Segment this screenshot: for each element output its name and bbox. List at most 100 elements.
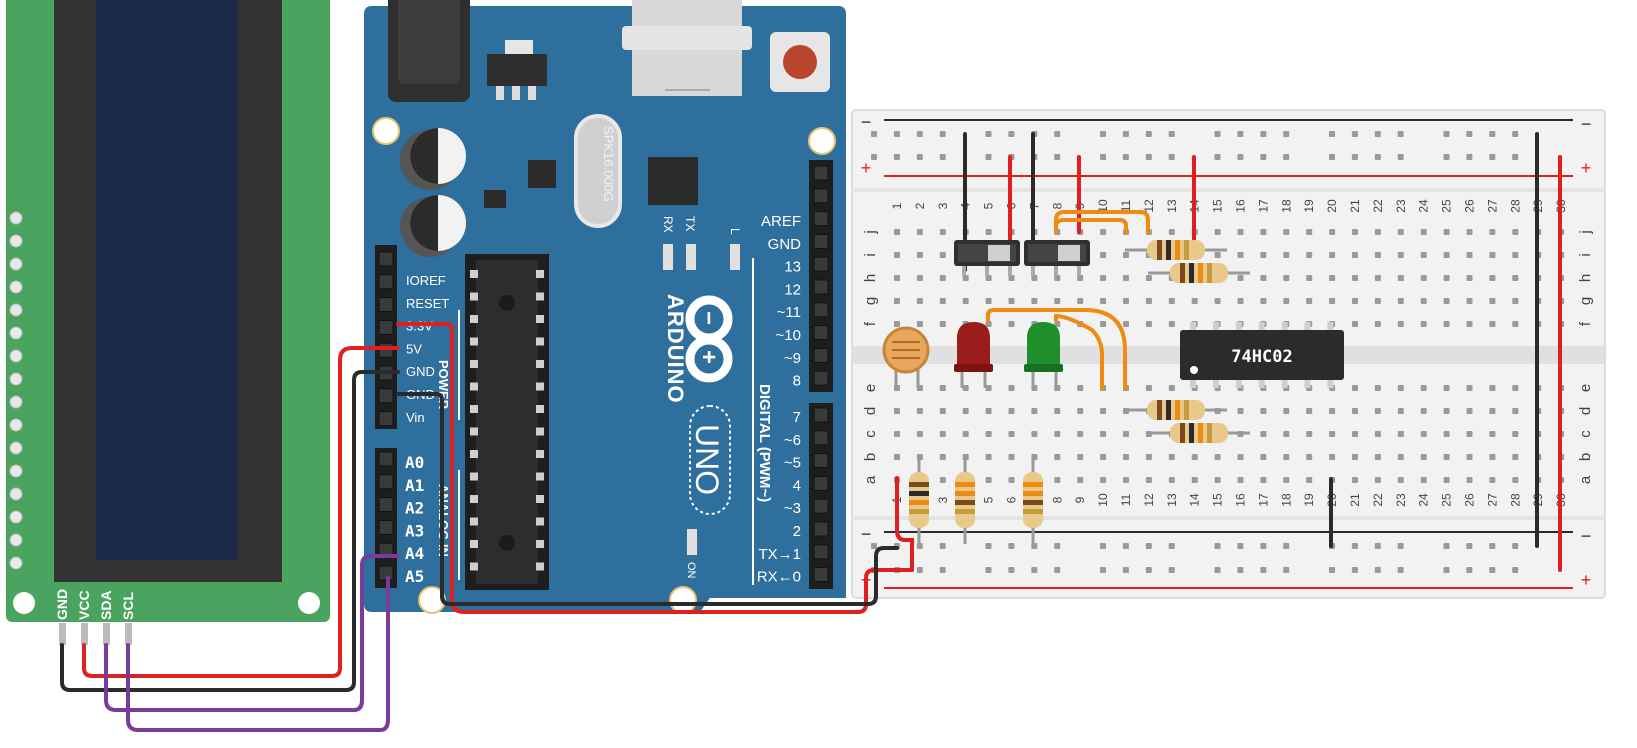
breadboard-hole[interactable] [916,431,923,437]
resistor[interactable] [1023,458,1043,544]
header-socket[interactable] [378,565,394,581]
header-socket[interactable] [813,498,829,514]
breadboard-hole[interactable] [962,275,969,281]
breadboard-hole[interactable] [1077,275,1084,281]
breadboard-hole[interactable] [1168,567,1175,573]
breadboard-hole[interactable] [985,543,992,549]
breadboard-hole[interactable] [985,154,992,160]
breadboard-hole[interactable] [1145,454,1152,460]
breadboard-hole[interactable] [1054,454,1061,460]
breadboard-hole[interactable] [1466,431,1473,437]
breadboard-hole[interactable] [1397,298,1404,304]
breadboard-hole[interactable] [1077,477,1084,483]
breadboard-hole[interactable] [1466,321,1473,327]
breadboard-hole[interactable] [1489,298,1496,304]
breadboard-hole[interactable] [1008,385,1015,391]
breadboard-hole[interactable] [1031,543,1038,549]
breadboard-hole[interactable] [1237,154,1244,160]
breadboard-hole[interactable] [1306,275,1313,281]
breadboard-hole[interactable] [1283,431,1290,437]
header-socket[interactable] [813,544,829,560]
breadboard-hole[interactable] [1031,431,1038,437]
breadboard-hole[interactable] [1054,408,1061,414]
breadboard-hole[interactable] [1237,454,1244,460]
breadboard-hole[interactable] [893,154,900,160]
breadboard-hole[interactable] [1351,154,1358,160]
breadboard-hole[interactable] [939,385,946,391]
breadboard-hole[interactable] [1420,229,1427,235]
breadboard-hole[interactable] [939,298,946,304]
header-socket[interactable] [813,567,829,583]
breadboard-hole[interactable] [1306,454,1313,460]
breadboard-hole[interactable] [1214,543,1221,549]
breadboard-hole[interactable] [1237,252,1244,258]
breadboard-hole[interactable] [1054,275,1061,281]
breadboard-hole[interactable] [985,454,992,460]
breadboard-hole[interactable] [1443,229,1450,235]
breadboard-hole[interactable] [1122,154,1129,160]
wire-red-lcd-vcc[interactable] [82,346,400,678]
breadboard-hole[interactable] [1374,321,1381,327]
breadboard-hole[interactable] [1260,298,1267,304]
breadboard-hole[interactable] [939,131,946,137]
breadboard-hole[interactable] [894,275,900,281]
breadboard-hole[interactable] [1489,131,1496,137]
breadboard-hole[interactable] [1466,131,1473,137]
header-socket[interactable] [378,251,394,267]
breadboard-hole[interactable] [1397,229,1404,235]
breadboard-hole[interactable] [1420,275,1427,281]
breadboard-hole[interactable] [985,321,992,327]
header-socket[interactable] [378,497,394,513]
breadboard-hole[interactable] [1489,408,1496,414]
breadboard-hole[interactable] [1008,454,1015,460]
lcd-pin-stub[interactable] [125,623,132,645]
header-socket[interactable] [813,188,829,204]
breadboard-hole[interactable] [871,543,877,549]
reset-button[interactable] [783,45,817,79]
breadboard-hole[interactable] [1054,567,1061,573]
breadboard-hole[interactable] [1374,543,1381,549]
breadboard-hole[interactable] [1512,408,1519,414]
breadboard-hole[interactable] [916,131,923,137]
breadboard-hole[interactable] [985,408,992,414]
breadboard-hole[interactable] [1214,298,1221,304]
breadboard-hole[interactable] [1031,275,1038,281]
header-socket[interactable] [813,302,829,318]
header-socket[interactable] [378,474,394,490]
breadboard-hole[interactable] [962,431,969,437]
breadboard-hole[interactable] [1077,385,1084,391]
breadboard-hole[interactable] [1443,543,1450,549]
lcd-module[interactable]: GND VCC SDA SCL [6,0,330,645]
breadboard-hole[interactable] [1260,477,1267,483]
breadboard-hole[interactable] [1420,252,1427,258]
breadboard-hole[interactable] [1329,252,1336,258]
breadboard-hole[interactable] [1397,321,1404,327]
breadboard-jumpers[interactable] [895,132,1562,572]
breadboard-hole[interactable] [1237,543,1244,549]
breadboard-hole[interactable] [1100,431,1107,437]
breadboard-hole[interactable] [962,408,969,414]
breadboard-hole[interactable] [1077,454,1084,460]
header-socket[interactable] [378,388,394,404]
breadboard-hole[interactable] [894,321,900,327]
breadboard-hole[interactable] [1352,385,1358,391]
breadboard-hole[interactable] [985,385,992,391]
breadboard-hole[interactable] [962,298,969,304]
breadboard-hole[interactable] [1397,131,1404,137]
header-socket[interactable] [813,475,829,491]
wire-black-lcd-gnd[interactable] [60,370,400,692]
wire-purple-scl[interactable] [126,576,390,732]
resistor[interactable] [1148,263,1250,283]
breadboard-hole[interactable] [1283,252,1290,258]
breadboard-hole[interactable] [962,385,969,391]
breadboard-hole[interactable] [1397,275,1404,281]
header-socket[interactable] [378,519,394,535]
breadboard-hole[interactable] [939,431,946,437]
jumper-red[interactable] [895,476,914,572]
breadboard-hole[interactable] [1397,477,1404,483]
breadboard-hole[interactable] [1283,298,1290,304]
breadboard-hole[interactable] [893,131,900,137]
breadboard-hole[interactable] [916,154,923,160]
breadboard-hole[interactable] [916,543,923,549]
breadboard-hole[interactable] [1008,321,1015,327]
